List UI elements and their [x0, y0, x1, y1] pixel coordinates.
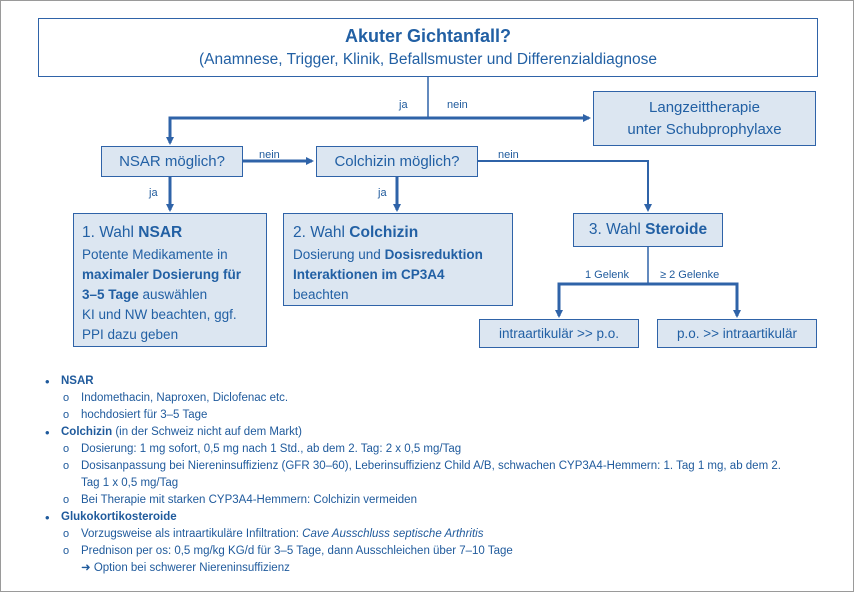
longterm-line2: unter Schubprophylaxe [627, 120, 782, 138]
notes-colch-3: Bei Therapie mit starken CYP3A4-Hemmern:… [45, 492, 835, 509]
label-two-joints: ≥ 2 Gelenke [660, 269, 720, 281]
choice1-heading-plain: 1. Wahl [82, 224, 139, 241]
choice1-line2-bold: maximaler Dosierung für [82, 267, 242, 282]
po-route-box: p.o. >> intraartikulär [657, 319, 817, 348]
choice2-heading-bold: Colchizin [349, 224, 419, 241]
choice1-heading-bold: NSAR [138, 224, 183, 241]
label-ja-colch: ja [378, 187, 387, 199]
choice2-line1: Dosierung und Dosisreduktion [293, 245, 503, 265]
arrow-one-joint [555, 282, 648, 318]
po-route-label: p.o. >> intraartikulär [676, 326, 798, 341]
colchizin-question: Colchizin möglich? [334, 153, 460, 170]
label-nein-nsar: nein [259, 149, 280, 161]
choice2-heading-plain: 2. Wahl [293, 224, 350, 241]
notes-colch-2-text: Dosisanpassung bei Niereninsuffizienz (G… [81, 460, 781, 472]
notes-gluco-2b: ➜ Option bei schwerer Niereninsuffizienz [81, 562, 290, 574]
choice1-line2: maximaler Dosierung für [82, 265, 258, 285]
label-ja-nsar: ja [149, 187, 158, 199]
title-box: Akuter Gichtanfall? (Anamnese, Trigger, … [38, 18, 818, 77]
label-nein-top: nein [447, 99, 468, 111]
choice2-line3: beachten [293, 287, 349, 302]
notes-list: NSAR Indomethacin, Naproxen, Diclofenac … [45, 373, 835, 577]
choice3-heading-plain: 3. Wahl [588, 221, 646, 238]
choice2-line2: Interaktionen im CP3A4 [293, 265, 503, 285]
notes-gluco-1: Vorzugsweise als intraartikuläre Infiltr… [45, 526, 835, 543]
notes-colch-head: Colchizin [61, 426, 113, 438]
colchizin-question-box: Colchizin möglich? [316, 146, 478, 177]
notes-nsar: NSAR [45, 373, 835, 390]
notes-colch-1: Dosierung: 1 mg sofort, 0,5 mg nach 1 St… [45, 441, 835, 458]
notes-gluco-2: Prednison per os: 0,5 mg/kg KG/d für 3–5… [45, 543, 835, 560]
choice3-box: 3. Wahl Steroide [573, 213, 723, 247]
notes-colch-2b-text: Tag 1 x 0,5 mg/Tag [81, 477, 179, 489]
notes-nsar-1: Indomethacin, Naproxen, Diclofenac etc. [45, 390, 835, 407]
choice1-line4: KI und NW beachten, ggf. [82, 307, 237, 322]
label-ja-top: ja [399, 99, 408, 111]
title-main: Akuter Gichtanfall? [344, 25, 512, 46]
title-sub: (Anamnese, Trigger, Klinik, Befallsmuste… [198, 50, 658, 68]
choice1-heading: 1. Wahl NSAR [82, 222, 258, 243]
choice1-line5: PPI dazu geben [82, 327, 179, 342]
choice3-heading: 3. Wahl Steroide [589, 221, 707, 239]
notes-nsar-2: hochdosiert für 3–5 Tage [45, 407, 835, 424]
notes-nsar-head: NSAR [61, 375, 94, 387]
choice1-line3-plain: auswählen [138, 287, 208, 302]
intra-route-label: intraartikulär >> p.o. [498, 326, 620, 341]
notes-gluco-1-italic: Cave Ausschluss septische Arthritis [302, 528, 484, 540]
notes-gluco: Glukokortikosteroide [45, 509, 835, 526]
label-nein-colch: nein [498, 149, 519, 161]
longterm-line1: Langzeittherapie [649, 98, 760, 116]
intra-route-box: intraartikulär >> p.o. [479, 319, 639, 348]
notes-colchizin: Colchizin (in der Schweiz nicht auf dem … [45, 424, 835, 441]
choice2-box: 2. Wahl Colchizin Dosierung und Dosisred… [283, 213, 513, 306]
choice1-line1: Potente Medikamente in [82, 247, 228, 262]
choice2-line1-bold: Dosisreduktion [384, 247, 483, 262]
nsar-question-box: NSAR möglich? [101, 146, 243, 177]
arrow-colch-steroide [478, 160, 652, 212]
arrow-ja-nsar [166, 116, 428, 145]
notes-gluco-1-plain: Vorzugsweise als intraartikuläre Infiltr… [81, 528, 303, 540]
longterm-box: Langzeittherapie unter Schubprophylaxe [593, 91, 816, 146]
choice2-line2-bold: Interaktionen im CP3A4 [293, 267, 445, 282]
choice2-line1-plain: Dosierung und [293, 247, 385, 262]
notes-colch-head-rest: (in der Schweiz nicht auf dem Markt) [112, 426, 302, 438]
notes-gluco-head: Glukokortikosteroide [61, 511, 177, 523]
label-one-joint: 1 Gelenk [585, 269, 630, 281]
arrow-two-joints [648, 282, 741, 318]
choice3-heading-bold: Steroide [645, 221, 708, 238]
choice1-box: 1. Wahl NSAR Potente Medikamente in maxi… [73, 213, 267, 347]
choice1-line3: 3–5 Tage auswählen [82, 285, 258, 305]
notes-colch-2: Dosisanpassung bei Niereninsuffizienz (G… [45, 458, 835, 492]
nsar-question: NSAR möglich? [119, 153, 225, 170]
choice1-line3-bold: 3–5 Tage [82, 287, 139, 302]
choice2-heading: 2. Wahl Colchizin [293, 222, 503, 243]
